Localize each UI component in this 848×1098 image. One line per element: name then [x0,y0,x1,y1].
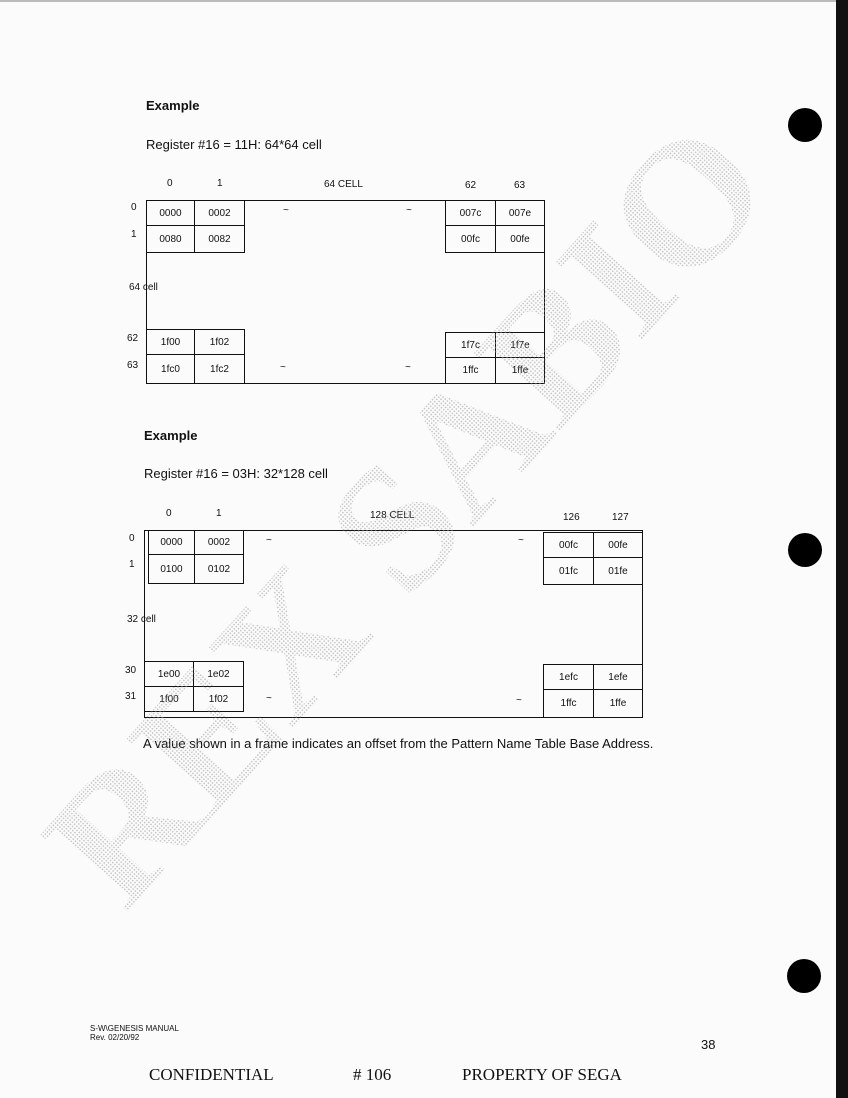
example2-cell: 1f02 [193,686,244,712]
example2-tilde-bottom-left: ~ [266,693,272,704]
example1-col-label-1: 1 [217,178,223,189]
page-number: 38 [701,1037,716,1052]
example1-cell: 1f7e [495,332,545,358]
example2-frame [144,530,643,718]
example2-cell: 0102 [194,554,244,584]
example2-cell: 1e02 [193,661,244,687]
example2-cell: 1f00 [144,686,194,712]
example1-cell: 1fc0 [146,354,195,384]
example1-cell: 1ffe [495,357,545,384]
punch-hole-bottom [787,959,821,993]
example2-cell: 1ffe [593,689,643,718]
example1-col-label-mid: 64 CELL [324,179,363,190]
manual-revision: Rev. 02/20/92 [90,1033,140,1042]
example2-tilde-top-right: ~ [518,535,524,546]
example2-cell: 00fc [543,532,594,558]
example2-heading: Example [144,428,198,443]
example1-col-label-62: 62 [465,180,477,191]
example1-col-label-63: 63 [514,180,526,191]
example2-cell: 01fc [543,557,594,585]
example1-frame [146,200,545,384]
example1-cell: 00fe [495,225,545,253]
example1-row-label-63: 63 [127,360,139,371]
example1-cell: 1ffc [445,357,496,384]
page-top-edge [0,0,848,2]
example2-col-label-mid: 128 CELL [370,510,415,521]
example2-cell: 0002 [194,530,244,555]
example1-cell: 0080 [146,225,195,253]
example1-tilde-top-right: ~ [406,205,412,216]
example2-register: Register #16 = 03H: 32*128 cell [144,466,328,481]
example2-cell: 0000 [148,530,195,555]
example2-tilde-bottom-right: ~ [516,695,522,706]
manual-title: S-W\GENESIS MANUAL [90,1024,179,1033]
example2-row-label-30: 30 [125,665,137,676]
example1-tilde-bottom-right: ~ [405,362,411,373]
example2-col-label-127: 127 [612,512,629,523]
example2-cell: 0100 [148,554,195,584]
example2-cell: 1ffc [543,689,594,718]
example1-row-label-0: 0 [131,202,137,213]
example1-cell: 0000 [146,200,195,226]
offset-note: A value shown in a frame indicates an of… [143,736,654,751]
example1-row-label-62: 62 [127,333,139,344]
page-right-edge [836,0,848,1098]
example1-cell: 1fc2 [194,354,245,384]
example2-row-label-mid: 32 cell [127,614,156,625]
punch-hole-top [788,108,822,142]
example1-cell: 1f02 [194,329,245,355]
example1-row-label-1: 1 [131,229,137,240]
footer-confidential: CONFIDENTIAL [149,1065,274,1084]
example2-row-label-0: 0 [129,533,135,544]
example1-cell: 0002 [194,200,245,226]
example1-cell: 00fc [445,225,496,253]
example2-cell: 1efc [543,664,594,690]
example1-col-label-0: 0 [167,178,173,189]
example2-cell: 1e00 [144,661,194,687]
footer-property: PROPERTY OF SEGA [462,1065,622,1084]
example1-row-label-mid: 64 cell [129,282,158,293]
example1-cell: 0082 [194,225,245,253]
example1-cell: 1f00 [146,329,195,355]
example2-cell: 1efe [593,664,643,690]
example2-row-label-1: 1 [129,559,135,570]
example2-tilde-top-left: ~ [266,535,272,546]
footer-doc-number: # 106 [353,1065,392,1084]
example1-cell: 007e [495,200,545,226]
example1-cell: 1f7c [445,332,496,358]
example1-register: Register #16 = 11H: 64*64 cell [146,137,322,152]
example2-col-label-126: 126 [563,512,580,523]
example1-heading: Example [146,98,200,113]
example2-cell: 00fe [593,532,643,558]
example1-tilde-bottom-left: ~ [280,362,286,373]
example2-row-label-31: 31 [125,691,137,702]
example2-cell: 01fe [593,557,643,585]
example1-cell: 007c [445,200,496,226]
punch-hole-middle [788,533,822,567]
example1-tilde-top-left: ~ [283,205,289,216]
example2-col-label-1: 1 [216,508,222,519]
example2-col-label-0: 0 [166,508,172,519]
